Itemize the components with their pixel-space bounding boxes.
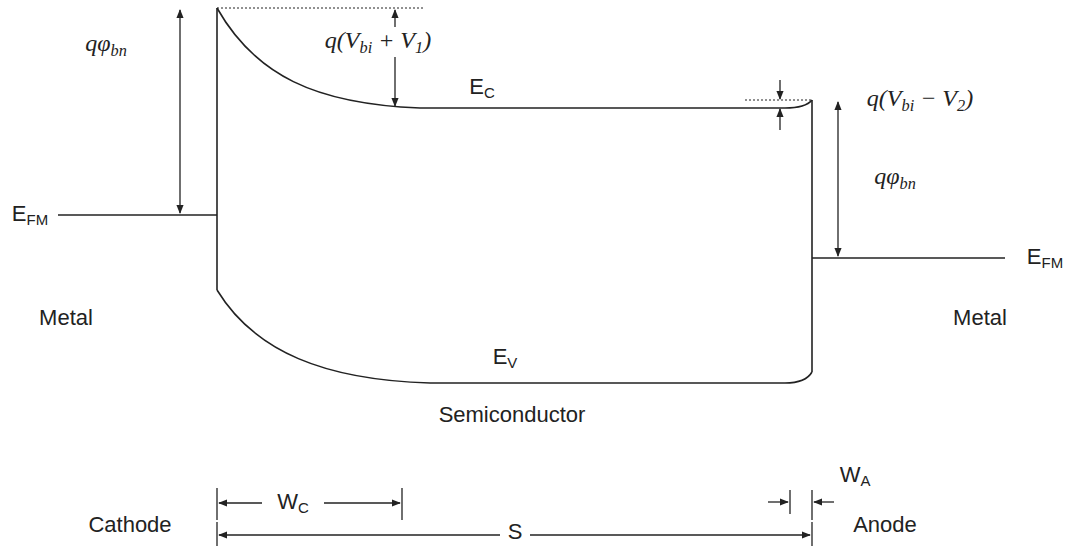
dimension-arrow: [530, 534, 810, 535]
barrier-arrow: [179, 10, 180, 213]
dimension-arrow: [324, 502, 400, 503]
reference-dotted: [217, 8, 425, 9]
bend-arrow: [779, 109, 780, 130]
dimension-arrow: [219, 502, 262, 503]
fermi-level-right: [812, 257, 1005, 259]
dimension-tick: [811, 490, 812, 520]
bend-arrow: [779, 80, 780, 99]
fermi-level-left: [58, 214, 217, 216]
dimension-tick: [216, 522, 217, 546]
barrier-arrow: [837, 102, 838, 256]
region-label: Semiconductor: [437, 403, 588, 427]
electrode-label: Cathode: [86, 513, 173, 537]
dimension-arrow: [814, 501, 834, 502]
reference-dotted: [745, 100, 812, 101]
dimension-arrow: [768, 501, 788, 502]
barrier-label: qφbn: [872, 163, 918, 193]
dimension-label: S: [506, 520, 525, 544]
dimension-tick: [216, 488, 217, 520]
dimension-label: WA: [838, 463, 873, 490]
region-label: Metal: [951, 306, 1009, 330]
dimension-arrow: [219, 534, 500, 535]
cathode-interface: [216, 8, 218, 290]
fermi-label: EFM: [10, 202, 50, 229]
anode-interface: [811, 100, 813, 372]
dimension-tick: [789, 490, 790, 514]
bend-arrow: [394, 10, 395, 106]
dimension-tick: [811, 522, 812, 546]
band-label: EV: [491, 345, 520, 372]
band-bending-label: q(Vbi + V1): [323, 27, 433, 57]
region-label: Metal: [37, 306, 95, 330]
valence-band: [217, 290, 812, 383]
electrode-label: Anode: [851, 513, 919, 537]
dimension-tick: [401, 488, 402, 520]
barrier-label: qφbn: [83, 30, 129, 60]
band-bending-label: q(Vbi − V2): [865, 85, 975, 115]
dimension-label: WC: [275, 490, 311, 517]
fermi-label: EFM: [1025, 245, 1065, 272]
conduction-band: [217, 8, 812, 108]
band-label: EC: [467, 75, 497, 102]
